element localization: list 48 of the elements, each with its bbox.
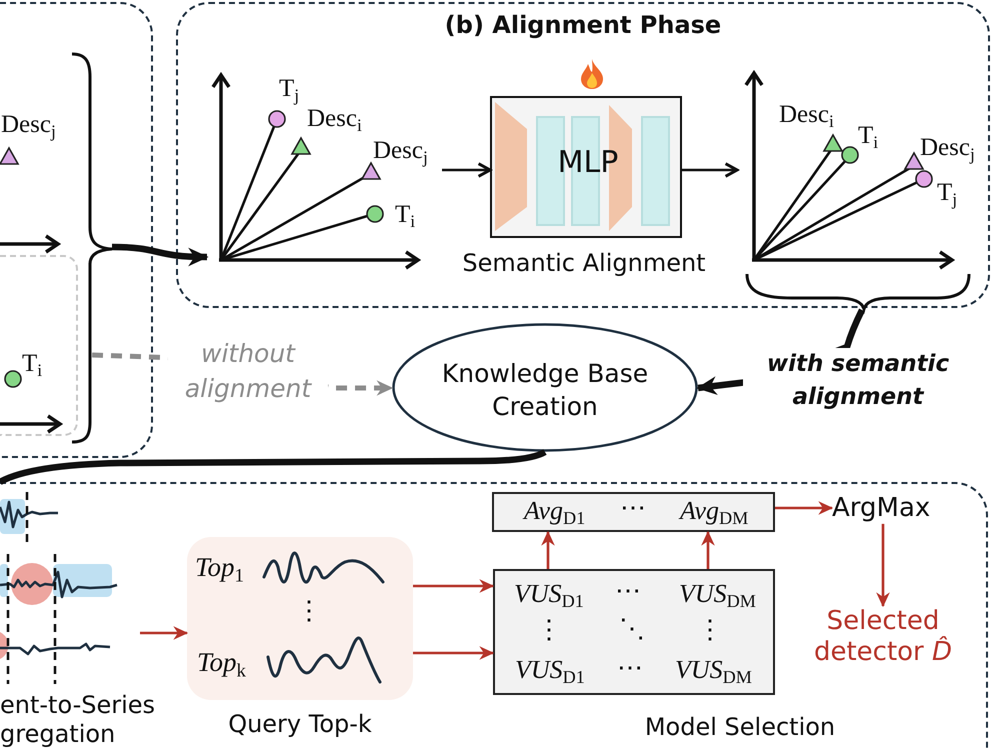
point-label: T$_{i}$ xyxy=(858,122,878,151)
dashed-panel xyxy=(0,2,153,458)
arrow xyxy=(701,530,715,569)
node-label: ArgMax xyxy=(832,494,930,524)
node-label: Knowledge Base Creation xyxy=(440,358,650,423)
formula-label: VUS$_{DM}$ xyxy=(679,579,756,609)
point-label: T$_{j}$ xyxy=(937,179,958,208)
ellipsis-mark: ⋱ xyxy=(619,614,645,644)
arrow xyxy=(413,579,494,593)
node-label: Model Selection xyxy=(644,714,836,742)
node-label: Semantic Alignment xyxy=(462,250,706,278)
point-label: Desc$_{i}$ xyxy=(307,105,362,134)
point-label: T$_{i}$ xyxy=(395,201,416,230)
arrow xyxy=(775,501,834,515)
dashed-panel xyxy=(0,482,988,750)
formula-label: VUS$_{D1}$ xyxy=(515,655,585,685)
formula-label: Top$_{1}$ xyxy=(195,552,244,584)
score-box xyxy=(492,492,775,532)
formula-label: VUS$_{D1}$ xyxy=(514,579,584,609)
node-label: ent-to-Series gregation xyxy=(0,691,156,749)
point-label: Desc$_{i}$ xyxy=(779,101,834,130)
result-label: Selected detector D̂ xyxy=(808,606,958,668)
formula-label: Avg$_{DM}$ xyxy=(680,496,748,526)
ellipsis-mark: ⋯ xyxy=(617,653,643,683)
point-label: Desc$_{j}$ xyxy=(373,137,428,166)
formula-label: Top$_{k}$ xyxy=(197,647,246,678)
arrow xyxy=(112,244,209,266)
arrow xyxy=(682,162,738,178)
node-label: Query Top-k xyxy=(228,711,372,739)
ellipsis-mark: ⋮ xyxy=(296,596,322,626)
ellipsis-mark: ⋯ xyxy=(620,493,646,523)
point-label: T$_{i}$ xyxy=(22,350,42,379)
ellipsis-mark: ⋮ xyxy=(697,615,723,645)
arrow xyxy=(541,530,555,569)
formula-label: VUS$_{DM}$ xyxy=(675,655,752,685)
arrow xyxy=(140,626,188,640)
point-label: Desc$_{j}$ xyxy=(920,134,975,163)
block-label: MLP xyxy=(558,146,618,180)
arrow xyxy=(413,646,494,660)
arrow xyxy=(442,162,492,178)
panel-title: (b) Alignment Phase xyxy=(444,12,722,40)
formula-label: Avg$_{D1}$ xyxy=(524,496,586,526)
connector-line xyxy=(0,449,546,485)
arrow xyxy=(876,524,890,608)
point-label: Desc$_{j}$ xyxy=(1,111,56,140)
ellipsis-mark: ⋯ xyxy=(615,576,641,606)
ellipsis-mark: ⋮ xyxy=(536,615,562,645)
point-label: T$_{j}$ xyxy=(279,75,300,104)
